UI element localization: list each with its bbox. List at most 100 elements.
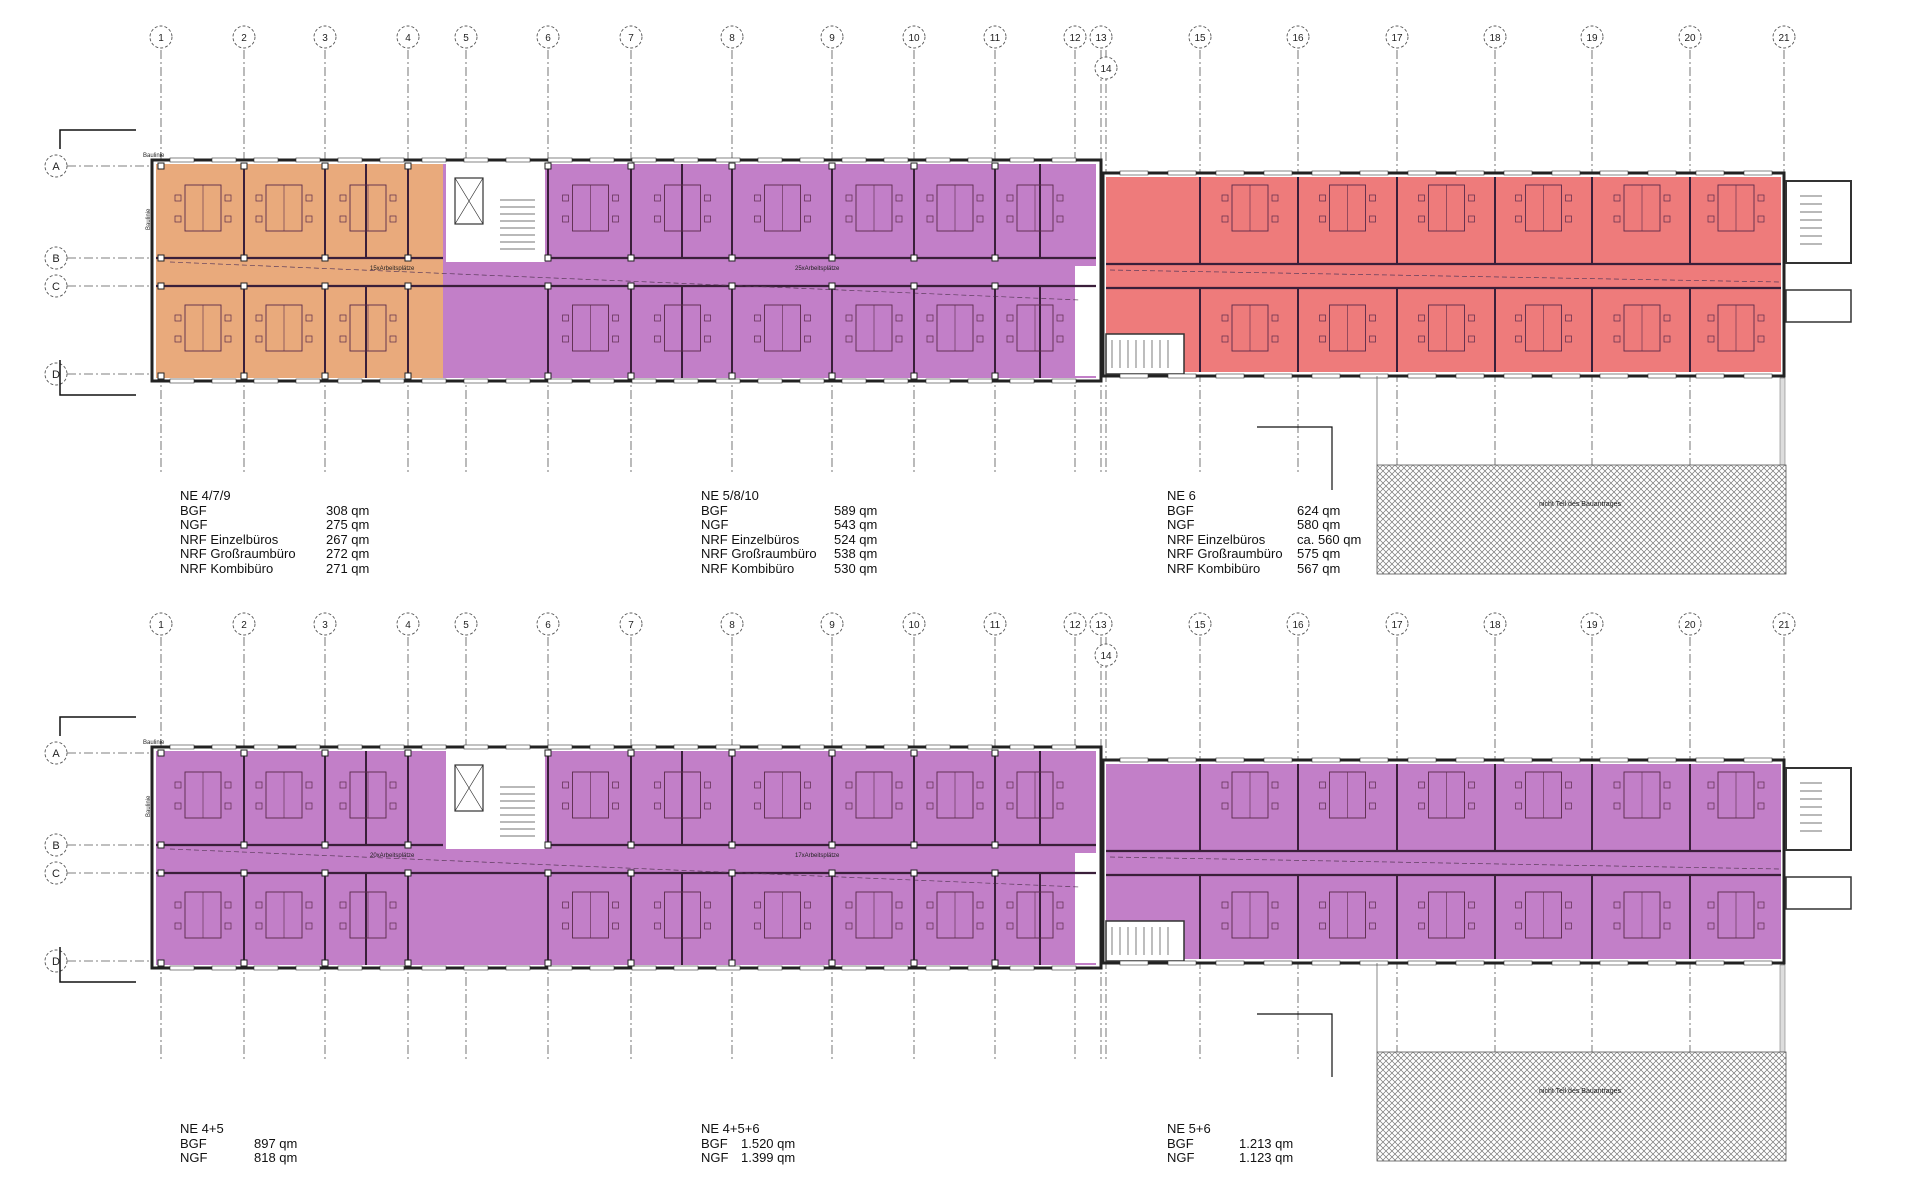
chair	[1707, 314, 1715, 322]
window	[1311, 960, 1341, 966]
chair	[612, 314, 619, 322]
chair	[1418, 781, 1425, 789]
grid-axis-bubble	[1286, 25, 1310, 49]
chair	[1369, 781, 1376, 789]
window	[463, 965, 489, 971]
window	[1407, 373, 1437, 379]
baulinie-label: Baulinie	[143, 740, 165, 746]
window	[295, 157, 321, 163]
chair	[1663, 802, 1671, 810]
chair	[1565, 194, 1572, 202]
chair	[1221, 901, 1229, 909]
chair	[1319, 215, 1326, 223]
window	[1695, 960, 1725, 966]
chair	[1221, 802, 1229, 810]
window	[1009, 744, 1035, 750]
window	[1455, 373, 1485, 379]
column	[728, 372, 736, 380]
chair	[845, 335, 853, 343]
chair	[255, 922, 263, 930]
summary-value: 589 qm	[834, 502, 878, 518]
window	[715, 157, 741, 163]
chair	[926, 194, 934, 202]
summary-title: NE 4+5+6	[701, 1121, 760, 1136]
chair	[1369, 901, 1376, 909]
window	[211, 157, 237, 163]
railing	[1779, 377, 1786, 466]
window	[673, 378, 699, 384]
elevator	[454, 177, 484, 225]
chair	[1565, 781, 1572, 789]
chair	[1757, 314, 1765, 322]
grid-axis-bubble	[1385, 25, 1409, 49]
chair	[1006, 194, 1014, 202]
baulinie-side-label: Baulinie	[146, 208, 152, 230]
grid-row-bubble	[44, 154, 68, 178]
grid-row-label: A	[52, 748, 60, 760]
chair	[976, 901, 984, 909]
window	[253, 157, 279, 163]
column	[910, 282, 918, 290]
window	[925, 965, 951, 971]
grid-axis-label: 9	[829, 33, 835, 44]
window	[589, 965, 615, 971]
chair	[1221, 781, 1229, 789]
chair	[562, 781, 569, 789]
chair	[654, 194, 661, 202]
chair	[895, 194, 903, 202]
window	[589, 744, 615, 750]
summary-value: 818 qm	[254, 1150, 298, 1166]
window	[1215, 170, 1245, 176]
column	[544, 749, 552, 757]
window	[547, 378, 573, 384]
chair	[305, 901, 313, 909]
chair	[1468, 781, 1475, 789]
chair	[1757, 922, 1765, 930]
chair	[754, 781, 761, 789]
chair	[1418, 335, 1425, 343]
chair	[704, 194, 711, 202]
stair-core	[446, 164, 545, 262]
grid-row-bubble	[44, 861, 68, 885]
elevator-cross	[454, 764, 484, 812]
chair	[1271, 802, 1279, 810]
chair	[1468, 215, 1475, 223]
chair	[1221, 922, 1229, 930]
window	[463, 378, 489, 384]
window	[967, 744, 993, 750]
grid-axis-bubble	[1089, 612, 1113, 636]
grid-axis-bubble	[1580, 612, 1604, 636]
window	[1119, 373, 1149, 379]
chair	[704, 335, 711, 343]
chair	[1271, 335, 1279, 343]
window	[1167, 960, 1197, 966]
window	[1743, 960, 1773, 966]
grid-row-bubble	[44, 949, 68, 973]
window	[925, 378, 951, 384]
column	[404, 162, 412, 170]
grid-axis-label: 8	[729, 620, 735, 631]
chair	[612, 901, 619, 909]
window	[421, 157, 447, 163]
column	[157, 749, 165, 757]
stair-tower-east	[1785, 767, 1852, 851]
column	[728, 959, 736, 967]
grid-axis-bubble	[232, 612, 256, 636]
baulinie-side-label: Baulinie	[146, 795, 152, 817]
window	[1551, 757, 1581, 763]
chair	[1006, 335, 1014, 343]
window	[715, 378, 741, 384]
chair	[926, 922, 934, 930]
window	[715, 744, 741, 750]
window	[463, 744, 489, 750]
window	[1599, 757, 1629, 763]
window	[1743, 373, 1773, 379]
window	[337, 744, 363, 750]
stair-east-core	[1075, 853, 1099, 963]
chair	[704, 901, 711, 909]
